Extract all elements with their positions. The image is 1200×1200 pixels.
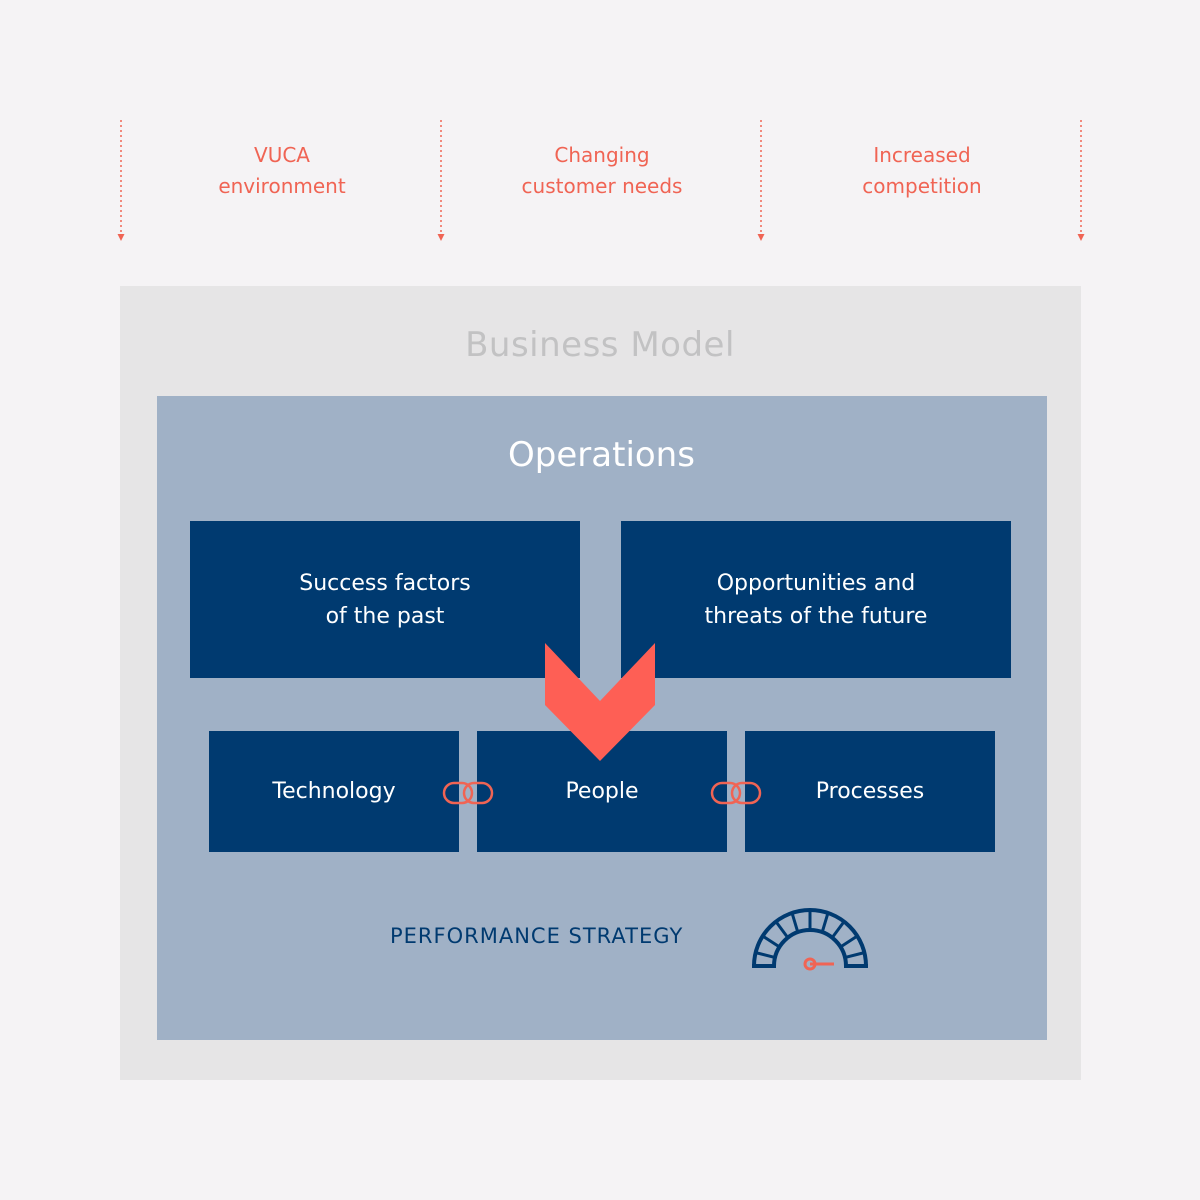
chevron-down-icon: [545, 643, 655, 761]
force-label-line1: Increased: [873, 143, 971, 167]
pillar-label: Technology: [272, 779, 396, 804]
force-customer-needs: Changing customer needs: [442, 140, 762, 202]
force-label-line2: environment: [218, 174, 346, 198]
performance-strategy-label: PERFORMANCE STRATEGY: [390, 924, 684, 948]
pillar-processes: Processes: [745, 731, 995, 852]
future-opportunities-box: Opportunities and threats of the future: [621, 521, 1011, 678]
link-icon: [442, 781, 494, 805]
business-model-title: Business Model: [465, 325, 735, 365]
pillar-label: Processes: [815, 779, 925, 804]
past-success-label: Success factors of the past: [299, 570, 471, 629]
force-label-line2: competition: [862, 174, 982, 198]
force-vuca: VUCA environment: [122, 140, 442, 202]
operations-title: Operations: [508, 435, 695, 475]
future-opportunities-label: Opportunities and threats of the future: [704, 570, 928, 629]
pillar-label: People: [565, 779, 639, 804]
down-arrow-icon: [757, 120, 765, 241]
past-success-box: Success factors of the past: [190, 521, 580, 678]
pillar-technology: Technology: [209, 731, 459, 852]
down-arrow-icon: [437, 120, 445, 241]
force-competition: Increased competition: [762, 140, 1082, 202]
down-arrow-icon: [117, 120, 125, 241]
link-icon: [710, 781, 762, 805]
force-label-line2: customer needs: [521, 174, 683, 198]
down-arrow-icon: [1077, 120, 1085, 241]
force-label-line1: VUCA: [254, 143, 310, 167]
speedometer-icon: [752, 908, 868, 971]
force-label-line1: Changing: [554, 143, 650, 167]
